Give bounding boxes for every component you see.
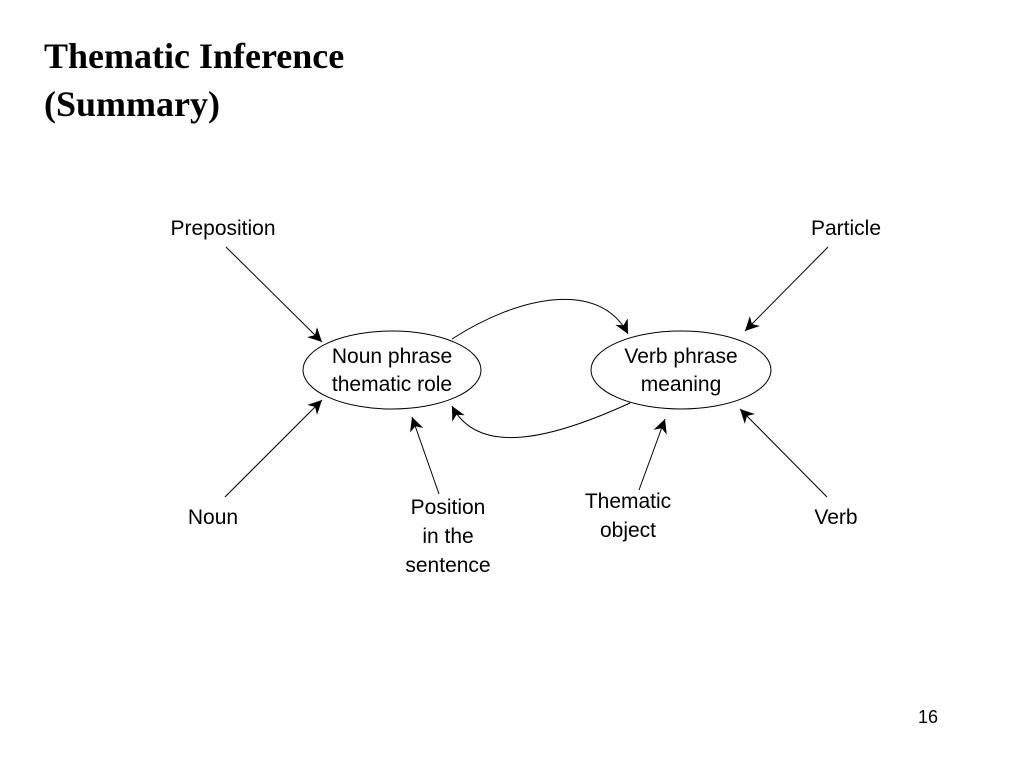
verb-phrase-label-line2: meaning bbox=[641, 373, 722, 396]
page-number: 16 bbox=[917, 707, 938, 727]
arrow-particle-to-verb-phrase bbox=[744, 246, 829, 332]
slide-title-line1: Thematic Inference bbox=[44, 36, 345, 76]
slide-title-line2: (Summary) bbox=[44, 84, 220, 124]
noun-label: Noun bbox=[188, 506, 238, 529]
thematic-object-label-line2: object bbox=[600, 519, 656, 542]
noun-phrase-label-line1: Noun phrase bbox=[332, 345, 452, 368]
arrow-noun-to-noun-phrase bbox=[224, 399, 323, 498]
noun-phrase-node bbox=[302, 330, 482, 410]
arrow-position-to-noun-phrase bbox=[410, 416, 440, 495]
arrow-preposition-to-noun-phrase bbox=[225, 246, 323, 343]
particle-label: Particle bbox=[811, 217, 881, 240]
verb-label: Verb bbox=[814, 506, 857, 529]
thematic-object-label-line1: Thematic bbox=[585, 490, 671, 513]
position-label-line2: in the bbox=[422, 525, 473, 548]
slide-title: Thematic Inference (Summary) bbox=[44, 32, 344, 128]
curve-arrow-verb-to-noun bbox=[451, 402, 631, 438]
arrow-thematic-object-to-verb-phrase bbox=[638, 418, 667, 491]
preposition-label: Preposition bbox=[170, 217, 275, 240]
arrow-verb-to-verb-phrase bbox=[739, 408, 828, 498]
position-label-line3: sentence bbox=[405, 554, 490, 577]
verb-phrase-label-line1: Verb phrase bbox=[624, 345, 737, 368]
verb-phrase-node bbox=[590, 330, 772, 410]
noun-phrase-label-line2: thematic role bbox=[332, 373, 452, 396]
position-label-line1: Position bbox=[411, 496, 486, 519]
curve-arrow-noun-to-verb bbox=[451, 298, 629, 340]
